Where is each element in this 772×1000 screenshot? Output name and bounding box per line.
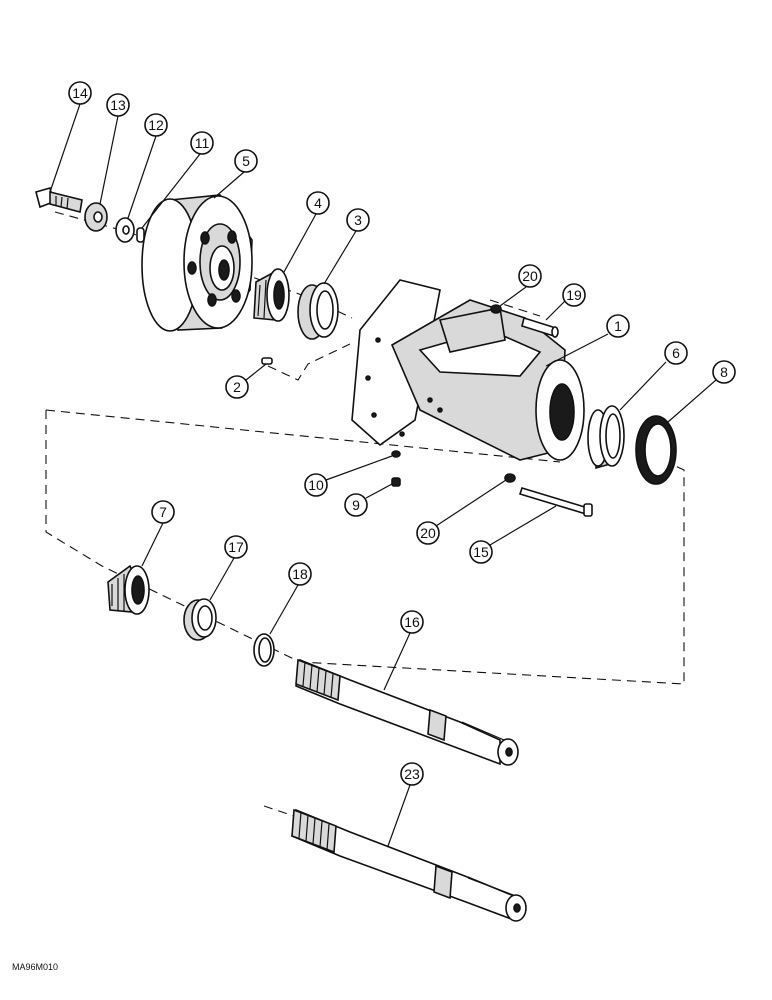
callout-label-7: 7 — [159, 504, 167, 520]
callout-label-3: 3 — [354, 212, 362, 228]
callout-4: 4 — [283, 191, 330, 273]
callout-15: 15 — [469, 505, 557, 564]
bearing-part-7 — [107, 564, 150, 615]
callout-label-15: 15 — [473, 544, 489, 560]
callout-13: 13 — [99, 93, 130, 205]
centerline-pin — [267, 343, 351, 381]
centerline-top-loop — [45, 409, 561, 463]
callout-20-upper: 20 — [499, 264, 542, 307]
hub-drum-part-5 — [141, 194, 253, 332]
bearing-part-4 — [253, 268, 290, 322]
callout-label-6: 6 — [672, 345, 680, 361]
drawing-code: MA96M010 — [12, 962, 58, 972]
bolt-part-14 — [35, 186, 83, 213]
washer-part-12 — [115, 217, 135, 243]
callout-17: 17 — [209, 535, 248, 601]
callout-label-10: 10 — [308, 477, 324, 493]
pin-part-11 — [136, 227, 145, 243]
snap-ring-part-18 — [253, 633, 275, 667]
callout-20-lower: 20 — [416, 479, 507, 545]
callout-label-19: 19 — [566, 287, 582, 303]
centerline-bolt-19 — [489, 299, 541, 317]
callout-18: 18 — [269, 562, 312, 635]
callout-14: 14 — [49, 81, 92, 193]
nut-part-20-upper — [490, 304, 502, 314]
callout-16: 16 — [383, 610, 424, 691]
callout-label-4: 4 — [314, 195, 322, 211]
axle-housing-part-1 — [351, 279, 585, 461]
seal-part-8 — [635, 415, 677, 485]
nut-part-20-lower — [504, 473, 516, 483]
callout-label-16: 16 — [404, 614, 420, 630]
callout-label-20-upper: 20 — [522, 268, 538, 284]
callout-9: 9 — [344, 483, 393, 517]
callouts: 14 13 12 11 5 4 3 — [49, 81, 736, 847]
callout-label-13: 13 — [110, 97, 126, 113]
washer-part-10 — [391, 450, 401, 458]
callout-23: 23 — [387, 762, 424, 847]
callout-label-18: 18 — [292, 566, 308, 582]
dowel-pin-part-2 — [261, 357, 273, 365]
callout-19: 19 — [545, 283, 586, 321]
callout-11: 11 — [141, 131, 214, 229]
callout-1: 1 — [545, 314, 630, 367]
callout-label-23: 23 — [404, 766, 420, 782]
axle-shaft-part-23 — [291, 808, 527, 922]
callout-12: 12 — [127, 113, 168, 219]
callout-label-1: 1 — [614, 318, 622, 334]
bolt-part-15 — [518, 487, 593, 517]
callout-label-11: 11 — [195, 135, 210, 151]
callout-label-12: 12 — [148, 117, 164, 133]
callout-5: 5 — [213, 149, 258, 199]
callout-10: 10 — [304, 455, 393, 497]
bearing-cup-part-6 — [587, 405, 625, 470]
callout-label-8: 8 — [720, 364, 728, 380]
washer-part-13 — [84, 202, 108, 232]
callout-2: 2 — [225, 363, 267, 399]
bearing-cup-part-17 — [183, 598, 217, 641]
callout-8: 8 — [667, 360, 736, 423]
bolt-part-19 — [521, 316, 559, 338]
callout-label-20-lower: 20 — [420, 525, 436, 541]
axle-shaft-part-16 — [295, 658, 519, 766]
callout-label-14: 14 — [72, 85, 88, 101]
callout-6: 6 — [619, 341, 688, 411]
callout-label-5: 5 — [242, 153, 250, 169]
bearing-cup-part-3 — [297, 282, 339, 340]
callout-label-17: 17 — [228, 539, 244, 555]
centerline-main-loop — [45, 410, 685, 685]
nut-part-9 — [391, 477, 401, 487]
callout-label-2: 2 — [233, 379, 241, 395]
callout-label-9: 9 — [352, 497, 360, 513]
callout-3: 3 — [323, 208, 370, 285]
callout-7: 7 — [141, 500, 175, 567]
